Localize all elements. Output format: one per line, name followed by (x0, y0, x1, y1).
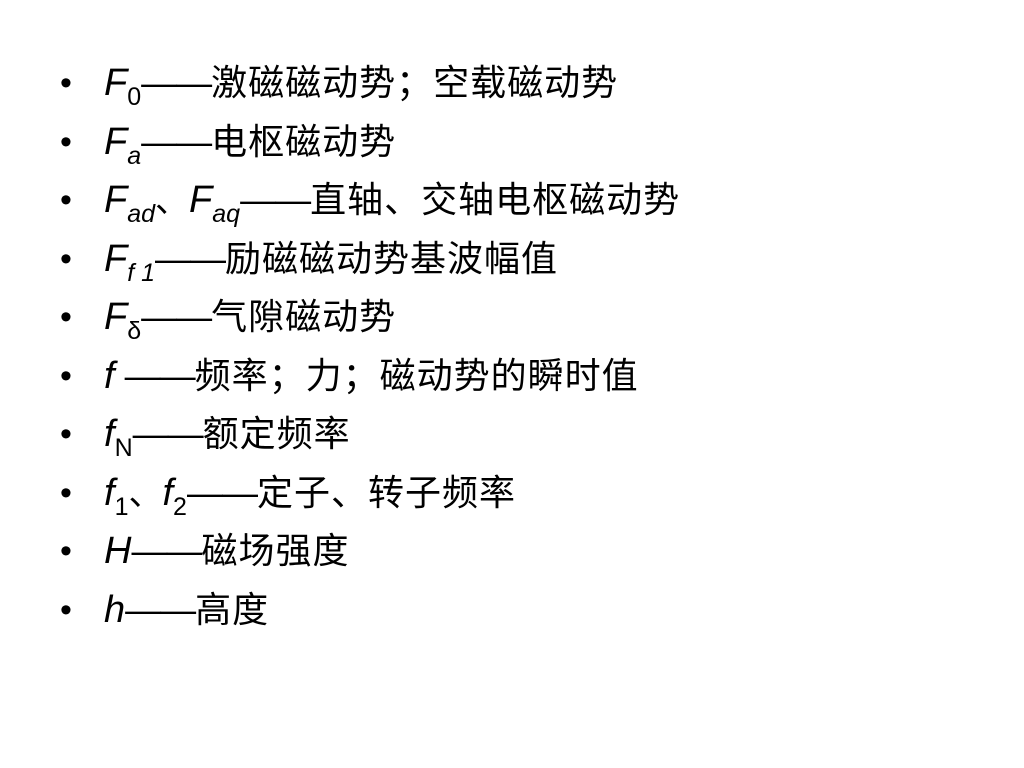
list-item: • H —— 磁场强度 (60, 522, 680, 581)
bullet: • (60, 64, 72, 103)
dash: —— (240, 179, 311, 221)
bullet: • (60, 532, 72, 571)
subscript: 2 (173, 492, 187, 521)
separator: 、 (128, 473, 163, 514)
bullet: • (60, 590, 72, 629)
subscript: N (114, 434, 133, 463)
description: 励磁磁动势基波幅值 (225, 238, 559, 280)
description: 激磁磁动势；空载磁动势 (211, 63, 619, 105)
symbol: f (104, 413, 115, 456)
bullet: • (60, 181, 72, 220)
item-line: h —— 高度 (104, 591, 269, 629)
list-item: • F 0 —— 激磁磁动势；空载磁动势 (60, 54, 680, 113)
symbol: f (104, 354, 115, 397)
item-line: F ad 、 F aq —— 直轴、交轴电枢磁动势 (104, 179, 681, 227)
symbol: F (104, 62, 128, 105)
bullet: • (60, 473, 72, 512)
list-item: • F δ —— 气隙磁动势 (60, 288, 680, 347)
list-item: • F ad 、 F aq —— 直轴、交轴电枢磁动势 (60, 171, 680, 230)
bullet: • (60, 356, 72, 395)
bullet: • (60, 122, 72, 161)
item-line: F δ —— 气隙磁动势 (104, 296, 397, 344)
list-item: • f 1 、 f 2 —— 定子、转子频率 (60, 464, 680, 523)
symbol: h (104, 588, 126, 631)
bullet: • (60, 239, 72, 278)
item-line: F f 1 —— 励磁磁动势基波幅值 (104, 237, 559, 286)
dash: —— (155, 237, 226, 279)
subscript: a (127, 141, 142, 170)
list-item: • h —— 高度 (60, 581, 680, 640)
item-line: H —— 磁场强度 (104, 532, 349, 570)
dash: —— (131, 530, 202, 572)
description: 磁场强度 (201, 531, 350, 573)
dash: —— (132, 413, 204, 455)
item-line: F a —— 电枢磁动势 (104, 120, 397, 169)
subscript: 1 (114, 492, 129, 521)
item-line: f —— 频率；力；磁动势的瞬时值 (104, 357, 639, 395)
list-item: • f —— 频率；力；磁动势的瞬时值 (60, 347, 680, 406)
symbol: F (104, 237, 128, 280)
dash: —— (141, 62, 212, 104)
description: 气隙磁动势 (211, 297, 397, 339)
dash: —— (141, 120, 212, 162)
subscript: aq (212, 200, 241, 229)
symbol: f (104, 471, 115, 514)
description: 直轴、交轴电枢磁动势 (310, 180, 681, 222)
item-line: f 1 、 f 2 —— 定子、转子频率 (104, 471, 516, 520)
subscript: 0 (127, 83, 142, 112)
symbol: H (104, 530, 132, 573)
dash: —— (141, 296, 212, 338)
symbol: f (162, 471, 174, 514)
dash: —— (125, 588, 196, 630)
list-item: • F a —— 电枢磁动势 (60, 113, 680, 172)
symbol: F (189, 179, 213, 222)
bullet: • (60, 415, 72, 454)
list-item: • f N —— 额定频率 (60, 405, 680, 464)
description: 额定频率 (202, 414, 351, 456)
dash: —— (124, 354, 196, 396)
description: 高度 (195, 589, 270, 631)
dash: —— (186, 471, 258, 513)
symbol: F (104, 296, 128, 339)
subscript: ad (127, 200, 156, 229)
description: 电枢磁动势 (211, 121, 397, 163)
subscript: f 1 (127, 258, 156, 287)
item-line: F 0 —— 激磁磁动势；空载磁动势 (104, 62, 619, 110)
item-line: f N —— 额定频率 (104, 413, 351, 461)
subscript: δ (127, 317, 142, 346)
bullet: • (60, 298, 72, 337)
list-item: • F f 1 —— 励磁磁动势基波幅值 (60, 230, 680, 289)
description: 频率；力；磁动势的瞬时值 (194, 355, 639, 397)
description: 定子、转子频率 (256, 472, 516, 514)
symbol: F (104, 120, 128, 163)
symbol-list: • F 0 —— 激磁磁动势；空载磁动势 • F a —— 电枢磁动势 • F … (60, 54, 680, 639)
separator: 、 (155, 181, 190, 222)
symbol: F (104, 179, 128, 222)
